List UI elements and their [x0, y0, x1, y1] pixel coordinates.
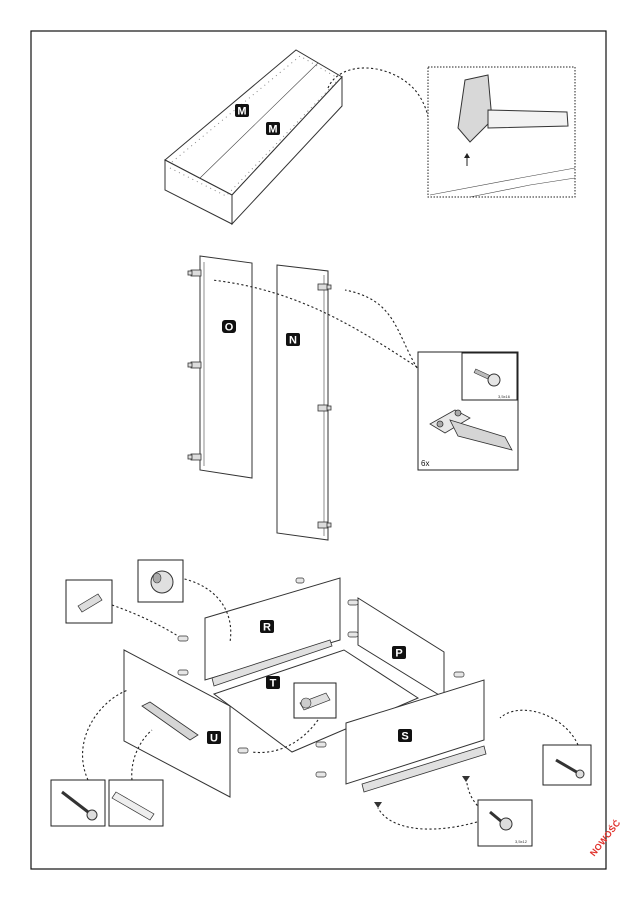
screw-icon [473, 368, 501, 387]
panel-label-u: U [207, 731, 221, 745]
dowel-detail-icon [77, 593, 103, 613]
panel-label-m-1: M [235, 104, 249, 118]
panel-label-n: N [286, 333, 300, 347]
dowel-icon [177, 577, 465, 778]
screw-detail-box-bottom: 3,5x12 [477, 799, 533, 847]
step-1-top-assembly: M M [164, 49, 343, 226]
screw-detail-box-left [50, 779, 106, 827]
quantity-label: 6x [421, 459, 429, 468]
leader-line-bolt [499, 709, 579, 746]
panel-label-s: S [398, 729, 412, 743]
hinge-detail-box: 3,5x16 6x [417, 351, 519, 471]
panel-n [276, 264, 329, 541]
leader-line-dowel-bottom [131, 729, 153, 781]
panel-label-r: R [260, 620, 274, 634]
svg-text:N: N [289, 335, 297, 347]
panel-label-p: P [392, 646, 406, 660]
panel-label-t: T [266, 676, 280, 690]
bolt-icon [555, 758, 581, 776]
screw-marker-icon [374, 776, 470, 808]
short-screw-icon [489, 810, 503, 824]
wood-dowel-icon [111, 791, 155, 821]
bolt-detail-box [542, 744, 592, 786]
svg-text:U: U [210, 733, 218, 745]
slide-rail-s [361, 745, 487, 793]
dowel-detail-box-bottom [108, 779, 164, 827]
handle-bar [141, 701, 199, 741]
panel-o [199, 255, 253, 479]
leader-line-dowel [111, 604, 179, 637]
panel-s [345, 679, 485, 785]
panel-label-o: O [222, 320, 236, 334]
leader-line-screw-left [82, 689, 129, 781]
cam-lock-detail-box [137, 559, 184, 603]
dowel-detail-box [65, 579, 113, 624]
panel-label-m-2: M [266, 122, 280, 136]
step-3-drawer-assembly: R T P U S [123, 577, 487, 798]
svg-text:T: T [270, 678, 277, 690]
leader-line-connector [251, 719, 319, 754]
hinge-icon-large [429, 409, 513, 451]
hammer-icon [457, 74, 493, 143]
svg-text:M: M [237, 106, 246, 118]
svg-text:M: M [268, 124, 277, 136]
hinge-screw-size: 3,5x16 [498, 394, 511, 399]
leader-line-hammer [327, 67, 431, 126]
screw-size-label: 3,5x12 [515, 839, 528, 844]
step-2-side-panels: O N [187, 255, 332, 541]
leader-line-cam [179, 577, 232, 643]
svg-text:S: S [401, 731, 408, 743]
hammer-detail-box [427, 66, 576, 198]
hinge-icon [187, 269, 332, 529]
leader-line-screw-bottom [377, 807, 478, 830]
leader-line-hinge-n [344, 289, 418, 369]
page-border [30, 30, 607, 870]
svg-text:O: O [225, 322, 234, 334]
long-screw-icon [61, 790, 93, 817]
connector-detail-box [293, 682, 337, 719]
svg-text:P: P [395, 648, 402, 660]
svg-text:R: R [263, 622, 271, 634]
slide-rail-r [211, 639, 333, 687]
